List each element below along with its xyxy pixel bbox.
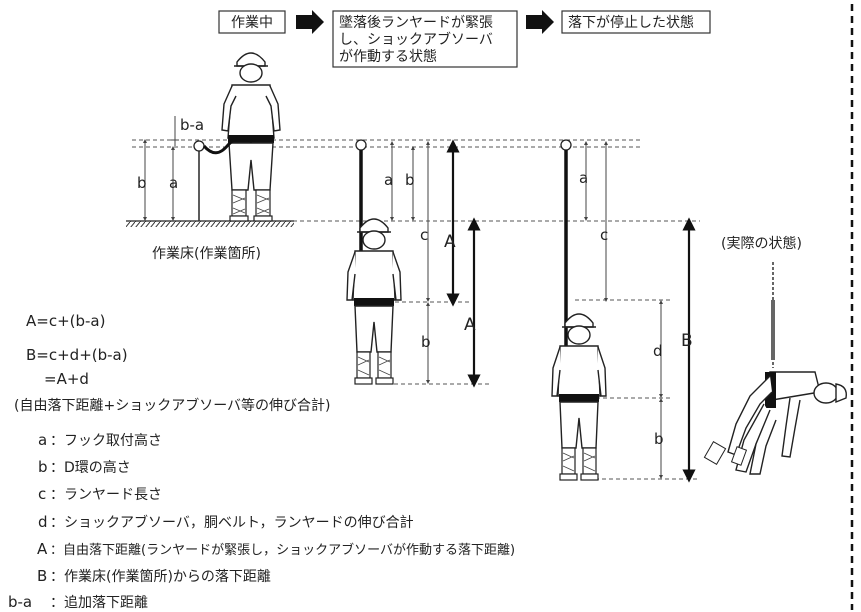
label-d-right: d xyxy=(653,342,663,360)
worker-falling xyxy=(346,218,402,385)
legend-text: ：フック取付高さ xyxy=(50,432,162,449)
label-b-right: b xyxy=(654,430,664,448)
legend-key: c xyxy=(38,485,46,503)
worker-suspended-actual xyxy=(703,262,847,475)
hook-ring xyxy=(560,139,572,151)
label-a-left: a xyxy=(169,174,178,192)
formula-A: A=c+(b-a) xyxy=(26,312,105,330)
lanyard-slack xyxy=(202,136,253,155)
label-a-right: a xyxy=(579,169,588,187)
worker-arrested xyxy=(551,313,607,481)
formula-B-simplified: =A+d xyxy=(44,370,89,388)
label-a-mid: a xyxy=(384,171,393,189)
legend-text: ：ショックアブソーバ，胴ベルト，ランヤードの伸び合計 xyxy=(50,514,414,531)
legend-key: d xyxy=(38,513,48,531)
legend-key: A xyxy=(37,540,48,558)
step2-line1: 墜落後ランヤードが緊張 xyxy=(339,15,493,31)
step2-line3: が作動する状態 xyxy=(339,49,437,65)
label-A-upper: A xyxy=(444,232,456,252)
legend-text: ：ランヤード長さ xyxy=(50,487,162,503)
hook-ring xyxy=(193,140,205,152)
step2-line2: し、ショックアブソーバ xyxy=(339,31,493,48)
step1-label: 作業中 xyxy=(231,15,273,31)
arrow-right-icon xyxy=(526,10,554,34)
label-b-left: b xyxy=(137,174,147,192)
label-b-mid-lower: b xyxy=(421,333,431,351)
legend-key: b-a xyxy=(8,593,32,611)
step1-box xyxy=(218,10,286,34)
legend-key: B xyxy=(37,567,47,585)
legend: a ：フック取付高さ b ：D環の高さ c ：ランヤード長さ d ：ショックアブ… xyxy=(8,431,515,611)
legend-text: ：作業床(作業箇所)からの落下距離 xyxy=(50,568,271,585)
legend-key: a xyxy=(38,431,47,449)
legend-text: ：追加落下距離 xyxy=(50,594,148,611)
hook-ring xyxy=(355,139,367,151)
floor-label: 作業床(作業箇所) xyxy=(152,245,261,262)
label-A-lower: A xyxy=(464,315,476,335)
formula-note: (自由落下距離+ショックアブソーバ等の伸び合計) xyxy=(14,397,331,414)
label-c-mid: c xyxy=(420,226,428,244)
legend-key: b xyxy=(38,458,48,476)
worker-standing xyxy=(221,52,281,222)
arrow-right-icon xyxy=(296,10,324,34)
label-B: B xyxy=(681,331,693,351)
label-c-right: c xyxy=(600,226,608,244)
legend-text: ：自由落下距離(ランヤードが緊張し，ショックアブソーバが作動する落下距離) xyxy=(50,542,515,558)
actual-state-label: (実際の状態) xyxy=(721,236,802,252)
legend-text: ：D環の高さ xyxy=(50,459,131,476)
formula-B: B=c+d+(b-a) xyxy=(26,346,128,364)
label-b-mid: b xyxy=(405,171,415,189)
step3-label: 落下が停止した状態 xyxy=(568,14,694,31)
work-floor xyxy=(126,221,294,227)
step2-box xyxy=(332,10,518,68)
label-b-minus-a: b-a xyxy=(180,116,204,134)
step3-box xyxy=(561,10,711,34)
